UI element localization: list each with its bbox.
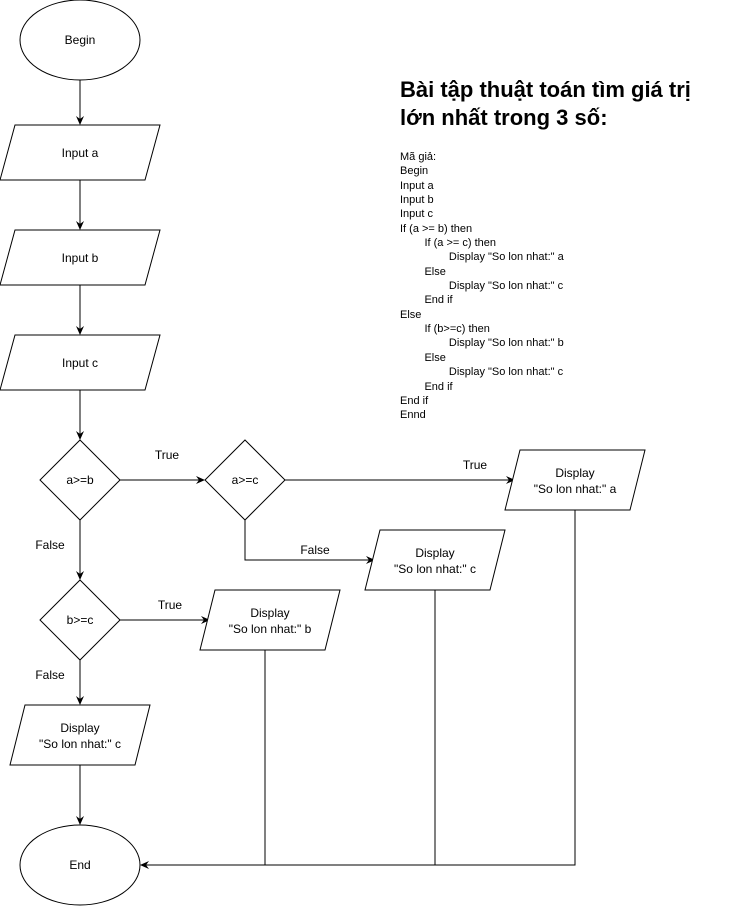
end-terminal: [19, 824, 141, 906]
pseudocode-line: End if: [400, 394, 429, 407]
decision-ab-shape: [39, 439, 121, 521]
edge-label-bc-true: True: [158, 598, 183, 612]
pseudocode-line: Input b: [400, 194, 434, 207]
input-c-label: Input c: [62, 356, 98, 370]
decision-ac-shape: [204, 439, 286, 521]
edge-label-ac-true: True: [463, 458, 488, 472]
edge-display-a-end: [140, 510, 576, 869]
pseudocode-line: If (a >= b) then: [400, 222, 473, 235]
display-b-label-1: Display: [250, 606, 289, 620]
decision-ac-label: a>=c: [232, 473, 259, 487]
display-c1-label-2: "So lon nhat:" c: [394, 562, 476, 576]
display-a-label-1: Display: [555, 466, 594, 480]
display-b-shape: [199, 589, 341, 651]
pseudocode-line: End if: [400, 380, 453, 393]
display-a-label-2: "So lon nhat:" a: [534, 482, 617, 496]
end-label: End: [69, 858, 90, 872]
pseudocode-line: If (a >= c) then: [400, 237, 496, 250]
pseudocode-line: Display "So lon nhat:" a: [400, 251, 564, 264]
pseudocode-line: Display "So lon nhat:" c: [400, 280, 564, 293]
pseudocode-line: Mã giả:: [400, 151, 437, 163]
display-c2-label-2: "So lon nhat:" c: [39, 737, 121, 751]
edge-label-ab-true: True: [155, 448, 180, 462]
pseudocode-line: End if: [400, 294, 453, 307]
input-b-label: Input b: [62, 251, 99, 265]
begin-terminal: [19, 0, 141, 81]
input-b-shape: [0, 229, 161, 286]
decision-bc-shape: [39, 579, 121, 661]
pseudocode-line: Ennd: [400, 409, 426, 422]
input-c-shape: [0, 334, 161, 391]
pseudocode-line: Else: [400, 265, 446, 278]
begin-label: Begin: [65, 33, 96, 47]
exercise-title-line-2: lớn nhất trong 3 số:: [400, 105, 608, 130]
pseudocode-line: Begin: [400, 165, 429, 178]
pseudocode-line: If (b>=c) then: [400, 323, 490, 336]
display-c1-label-1: Display: [415, 546, 454, 560]
input-a-label: Input a: [62, 146, 99, 160]
pseudocode-line: Display "So lon nhat:" b: [400, 337, 564, 350]
edge-label-ac-false: False: [300, 543, 330, 557]
pseudocode-line: Else: [400, 351, 446, 364]
exercise-title: Bài tập thuật toán tìm giá trị lớn nhất …: [400, 76, 736, 132]
exercise-title-line-1: Bài tập thuật toán tìm giá trị: [400, 77, 691, 102]
edge-label-ab-false: False: [35, 538, 65, 552]
display-c2-label-1: Display: [60, 721, 99, 735]
decision-ab-label: a>=b: [66, 473, 94, 487]
display-c2-shape: [9, 704, 151, 766]
display-c1-shape: [364, 529, 506, 591]
pseudocode-line: Input a: [400, 179, 434, 192]
pseudocode-line: Else: [400, 308, 422, 321]
display-b-label-2: "So lon nhat:" b: [229, 622, 312, 636]
pseudocode-line: Input c: [400, 208, 434, 221]
decision-bc-label: b>=c: [67, 613, 94, 627]
edge-ac-false: [244, 520, 375, 564]
edge-label-bc-false: False: [35, 668, 65, 682]
pseudocode-line: Display "So lon nhat:" c: [400, 366, 564, 379]
input-a-shape: [0, 124, 161, 181]
display-a-shape: [504, 449, 646, 511]
